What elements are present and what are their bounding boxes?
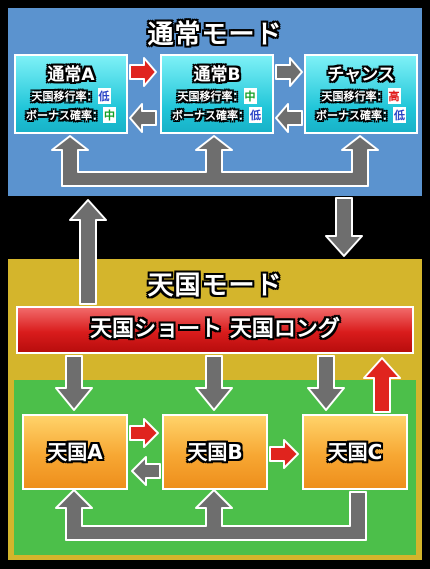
bonus-rate-row: ボーナス確率：低 bbox=[306, 107, 416, 123]
arrow-normal-to-tengoku bbox=[325, 197, 363, 257]
transfer-rate-level: 高 bbox=[387, 88, 401, 104]
state-normal-a-title: 通常A bbox=[47, 65, 95, 85]
arrow-tengoku-b-to-a bbox=[131, 456, 161, 486]
state-chance-title: チャンス bbox=[327, 65, 395, 85]
arrow-banner-to-b bbox=[195, 355, 233, 411]
transfer-rate-level: 中 bbox=[243, 88, 257, 104]
bonus-rate-row: ボーナス確率：中 bbox=[16, 107, 126, 123]
arrow-tengoku-b-to-c bbox=[269, 439, 299, 469]
tengoku-banner: 天国ショート 天国ロング bbox=[16, 306, 414, 354]
state-tengoku-b: 天国B bbox=[162, 414, 268, 490]
transfer-rate-level: 低 bbox=[97, 88, 111, 104]
arrow-tengoku-to-normal bbox=[69, 199, 107, 305]
bonus-rate-label: ボーナス確率： bbox=[26, 109, 103, 122]
normal-mode-title: 通常モード bbox=[147, 20, 283, 50]
arrow-tengoku-c-return bbox=[55, 489, 367, 541]
state-normal-a: 通常A 天国移行率：低 ボーナス確率：中 bbox=[14, 54, 128, 134]
bonus-rate-row: ボーナス確率：低 bbox=[162, 107, 272, 123]
arrow-return-to-normal bbox=[51, 135, 379, 187]
bonus-rate-level: 低 bbox=[393, 107, 406, 123]
state-tengoku-c: 天国C bbox=[302, 414, 408, 490]
transfer-rate-row: 天国移行率：中 bbox=[162, 88, 272, 104]
bonus-rate-label: ボーナス確率： bbox=[316, 109, 393, 122]
bonus-rate-level: 低 bbox=[249, 107, 262, 123]
state-tengoku-a: 天国A bbox=[22, 414, 128, 490]
transfer-rate-row: 天国移行率：低 bbox=[16, 88, 126, 104]
transfer-rate-label: 天国移行率： bbox=[177, 90, 244, 103]
arrow-c-to-banner bbox=[363, 357, 401, 413]
arrow-tengoku-a-to-b bbox=[129, 418, 159, 448]
arrow-a-to-b bbox=[129, 57, 157, 87]
state-normal-b-title: 通常B bbox=[193, 65, 241, 85]
bonus-rate-level: 中 bbox=[103, 107, 116, 123]
arrow-banner-to-c bbox=[307, 355, 345, 411]
arrow-banner-to-a bbox=[55, 355, 93, 411]
bonus-rate-label: ボーナス確率： bbox=[172, 109, 249, 122]
transfer-rate-label: 天国移行率： bbox=[31, 90, 98, 103]
arrow-b-to-chance bbox=[275, 57, 303, 87]
arrow-b-to-a bbox=[129, 103, 157, 133]
transfer-rate-row: 天国移行率：高 bbox=[306, 88, 416, 104]
transfer-rate-label: 天国移行率： bbox=[321, 90, 388, 103]
state-normal-b: 通常B 天国移行率：中 ボーナス確率：低 bbox=[160, 54, 274, 134]
state-chance: チャンス 天国移行率：高 ボーナス確率：低 bbox=[304, 54, 418, 134]
arrow-chance-to-b bbox=[275, 103, 303, 133]
tengoku-mode-title: 天国モード bbox=[147, 271, 283, 301]
